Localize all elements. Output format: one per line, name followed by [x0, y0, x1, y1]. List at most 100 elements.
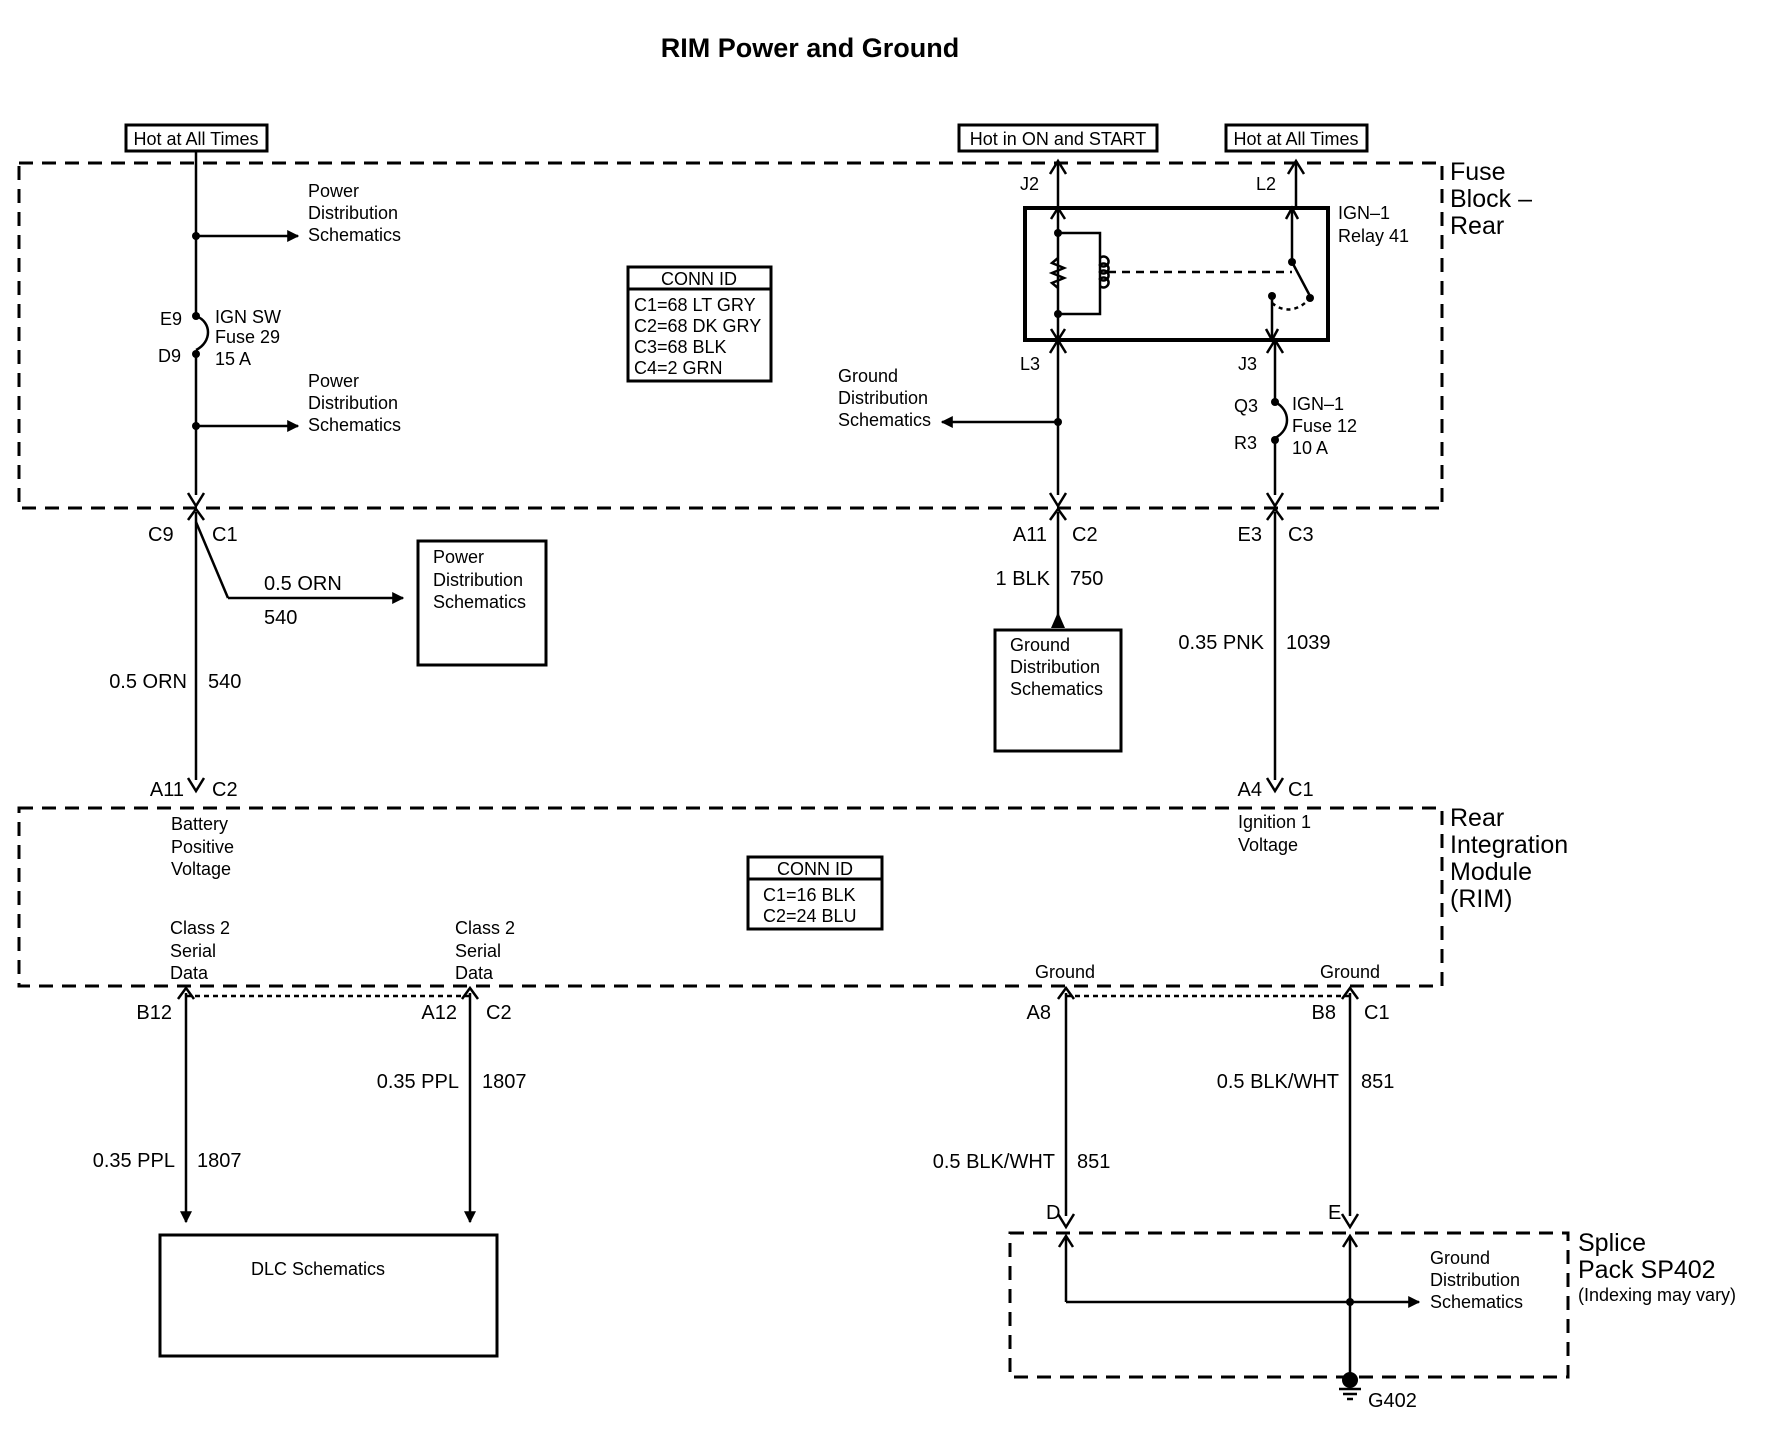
blk-wire-circuit: 750 — [1070, 568, 1103, 590]
svg-text:Relay 41: Relay 41 — [1338, 226, 1409, 246]
svg-text:Integration: Integration — [1450, 831, 1568, 859]
pin-j3: J3 — [1238, 354, 1257, 374]
svg-text:Power: Power — [308, 181, 359, 201]
ppl-right-wire-circuit: 1807 — [482, 1071, 527, 1093]
svg-text:Hot at All Times: Hot at All Times — [133, 129, 258, 149]
pin-l2: L2 — [1256, 174, 1276, 194]
power-distribution-box: Power Distribution Schematics — [416, 539, 548, 667]
svg-text:(RIM): (RIM) — [1450, 885, 1512, 913]
svg-text:Schematics: Schematics — [308, 415, 401, 435]
splice-pack-internal-wiring — [1057, 1233, 1421, 1380]
wire-750 — [1048, 506, 1068, 628]
pin-e: E — [1328, 1202, 1341, 1224]
battery-feed-wire — [186, 151, 300, 509]
svg-text:Distribution: Distribution — [308, 393, 398, 413]
bw-left-wire-circuit: 851 — [1077, 1151, 1110, 1173]
bw-left-wire-color: 0.5 BLK/WHT — [933, 1151, 1055, 1173]
branch-wire-color: 0.5 ORN — [264, 573, 342, 595]
svg-text:IGN–1: IGN–1 — [1338, 203, 1390, 223]
branch-circuit: 540 — [264, 607, 297, 629]
svg-text:C2=24 BLU: C2=24 BLU — [763, 906, 857, 926]
svg-text:(Indexing may vary): (Indexing may vary) — [1578, 1285, 1736, 1305]
source-hot-all-times-right: Hot at All Times — [1224, 123, 1369, 153]
svg-text:Fuse 12: Fuse 12 — [1292, 416, 1357, 436]
svg-text:Splice: Splice — [1578, 1229, 1646, 1257]
svg-text:Rear: Rear — [1450, 804, 1504, 832]
left-wire-circuit: 540 — [208, 671, 241, 693]
svg-text:Module: Module — [1450, 858, 1532, 886]
splice-pack-outline — [1008, 1231, 1570, 1379]
relay-label: IGN–1 Relay 41 — [1338, 203, 1409, 246]
svg-text:Distribution: Distribution — [1430, 1270, 1520, 1290]
conn-b8: B8 — [1312, 1002, 1336, 1024]
svg-text:Class 2: Class 2 — [455, 918, 515, 938]
pin-q3: Q3 — [1234, 396, 1258, 416]
svg-text:DLC Schematics: DLC Schematics — [251, 1259, 385, 1279]
conn-c1-right: C1 — [1288, 779, 1314, 801]
svg-text:Distribution: Distribution — [308, 203, 398, 223]
serial-data-label-1: Class 2 Serial Data — [170, 918, 230, 983]
ground-distribution-ref-fuseblock: Ground Distribution Schematics — [838, 366, 931, 430]
fuse-block-conn-id: CONN ID C1=68 LT GRY C2=68 DK GRY C3=68 … — [626, 265, 773, 383]
ground-g402-icon — [1339, 1372, 1361, 1401]
svg-text:Pack SP402: Pack SP402 — [1578, 1256, 1716, 1284]
svg-text:Fuse 29: Fuse 29 — [215, 327, 280, 347]
svg-text:Serial: Serial — [170, 941, 216, 961]
svg-text:Battery: Battery — [171, 814, 228, 834]
svg-text:Power: Power — [433, 547, 484, 567]
conn-c2-top: C2 — [1072, 524, 1098, 546]
pnk-wire-circuit: 1039 — [1286, 632, 1331, 654]
conn-a11-bottom: A11 — [150, 779, 184, 801]
blk-wire-color: 1 BLK — [996, 568, 1051, 590]
conn-c1-rim: C1 — [1364, 1002, 1390, 1024]
ground-label-2: Ground — [1320, 962, 1380, 982]
svg-text:C3=68 BLK: C3=68 BLK — [634, 337, 727, 357]
svg-text:Hot in ON and START: Hot in ON and START — [970, 129, 1146, 149]
svg-text:Distribution: Distribution — [838, 388, 928, 408]
pin-d9: D9 — [158, 346, 181, 366]
svg-text:C4=2 GRN: C4=2 GRN — [634, 358, 723, 378]
svg-text:Voltage: Voltage — [1238, 835, 1298, 855]
bw-right-wire-circuit: 851 — [1361, 1071, 1394, 1093]
serial-data-label-2: Class 2 Serial Data — [455, 918, 515, 983]
rim-label: Rear Integration Module (RIM) — [1450, 804, 1568, 913]
svg-text:Serial: Serial — [455, 941, 501, 961]
power-distribution-ref-top: Power Distribution Schematics — [308, 181, 401, 245]
svg-text:Class 2: Class 2 — [170, 918, 230, 938]
pin-d: D — [1046, 1202, 1060, 1224]
svg-text:Schematics: Schematics — [1010, 679, 1103, 699]
wire-851-left — [1056, 985, 1076, 1230]
conn-a8: A8 — [1027, 1002, 1051, 1024]
svg-text:C1=16 BLK: C1=16 BLK — [763, 885, 856, 905]
ignition-1-voltage-label: Ignition 1 Voltage — [1238, 812, 1311, 855]
svg-text:Distribution: Distribution — [1010, 657, 1100, 677]
conn-c2-bottom: C2 — [212, 779, 238, 801]
conn-c2-rim: C2 — [486, 1002, 512, 1024]
wire-540 — [186, 506, 405, 794]
relay-ground-wire — [940, 337, 1068, 509]
svg-text:Rear: Rear — [1450, 212, 1504, 240]
svg-text:Positive: Positive — [171, 837, 234, 857]
pin-l3: L3 — [1020, 354, 1040, 374]
wire-1807-right — [460, 985, 480, 1224]
conn-a11-top: A11 — [1013, 524, 1047, 546]
svg-text:Data: Data — [455, 963, 494, 983]
fuse-12-label: IGN–1 Fuse 12 10 A — [1292, 394, 1357, 458]
fuse-29-label: IGN SW Fuse 29 15 A — [215, 307, 281, 369]
conn-b12: B12 — [136, 1002, 172, 1024]
svg-text:Ground: Ground — [838, 366, 898, 386]
rim-outline — [17, 806, 1444, 988]
svg-text:Ground: Ground — [1430, 1248, 1490, 1268]
svg-text:Schematics: Schematics — [838, 410, 931, 430]
ppl-left-wire-color: 0.35 PPL — [93, 1150, 175, 1172]
svg-text:CONN ID: CONN ID — [661, 269, 737, 289]
ign-1-relay-41 — [1023, 158, 1330, 343]
splice-pack-label: Splice Pack SP402 (Indexing may vary) — [1578, 1229, 1736, 1305]
ppl-left-wire-circuit: 1807 — [197, 1150, 242, 1172]
ground-distribution-ref-splice: Ground Distribution Schematics — [1430, 1248, 1523, 1312]
bw-right-wire-color: 0.5 BLK/WHT — [1217, 1071, 1339, 1093]
svg-text:Distribution: Distribution — [433, 570, 523, 590]
conn-c1-left: C1 — [212, 524, 238, 546]
source-hot-on-start: Hot in ON and START — [957, 123, 1159, 153]
svg-text:CONN ID: CONN ID — [777, 859, 853, 879]
